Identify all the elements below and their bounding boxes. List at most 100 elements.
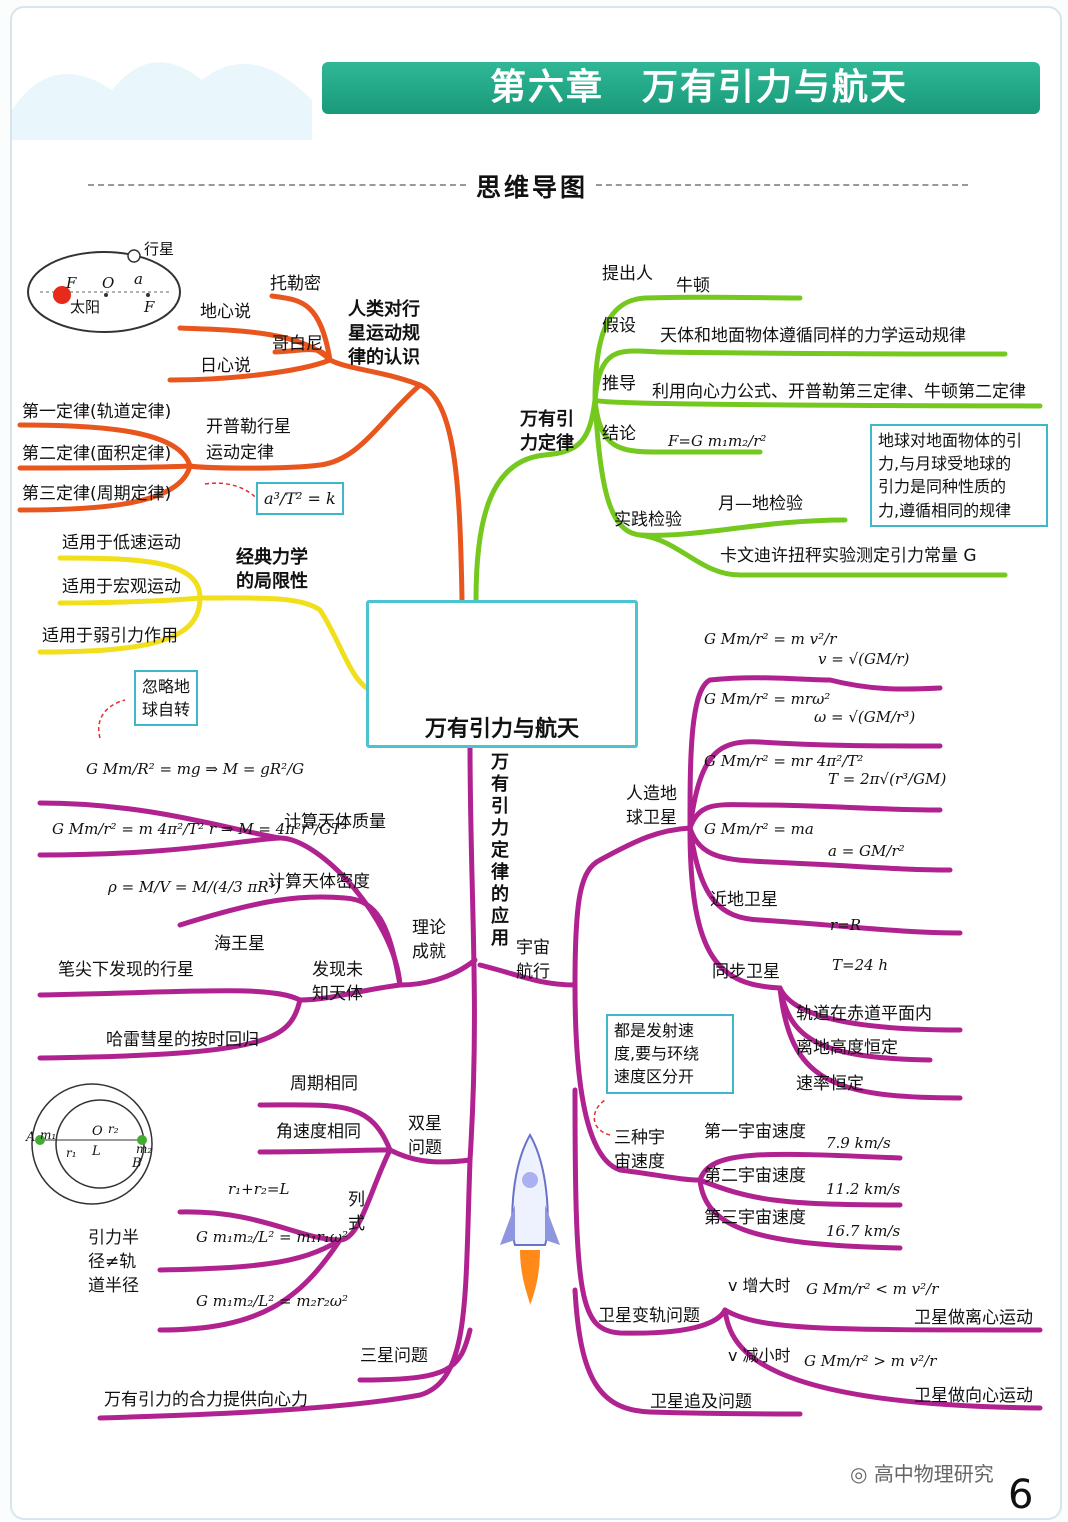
ignore-rotation-note: 忽略地球自转 <box>134 670 199 727</box>
sun-label: 太阳 <box>70 298 101 316</box>
watermark: ◎ 高中物理研究 <box>850 1462 994 1486</box>
result-t: T = 2π√(r³/GM) <box>828 770 947 788</box>
cloud-decoration <box>12 62 312 140</box>
speed-decrease: v 减小时 <box>728 1346 791 1365</box>
focus-f2: F <box>144 298 155 316</box>
page-number: 6 <box>1008 1472 1034 1518</box>
history-title: 人类对行星运动规律的认识 <box>348 299 420 368</box>
orbit-diagram <box>27 249 181 333</box>
pen-planet: 笔尖下发现的行星 <box>58 960 194 980</box>
kepler-law-1: 第一定律(轨道定律) <box>22 402 172 422</box>
satellite-title: 人造地球卫星 <box>626 784 677 828</box>
discover-title: 发现未知天体 <box>312 960 363 1004</box>
classical-branch-lines <box>37 555 373 693</box>
divider-left <box>88 184 466 186</box>
hypothesis-text: 天体和地面物体遵循同样的力学运动规律 <box>660 326 966 346</box>
wechat-icon: ◎ <box>850 1462 874 1486</box>
binary-m2: m₂ <box>136 1142 153 1156</box>
center-node: 万有引力与航天 <box>366 600 638 748</box>
orbit-change: 卫星变轨问题 <box>598 1306 700 1326</box>
center-o: O <box>102 274 115 292</box>
center-label: 万有引力与航天 <box>424 717 579 742</box>
conclusion-formula: F=G m₁m₂/r² <box>668 432 767 450</box>
radius-note: 引力半径≠轨道半径 <box>88 1228 139 1296</box>
binary-eq-2: G m₁m₂/L² = m₂r₂ω² <box>196 1292 349 1310</box>
result-a: a = GM/r² <box>828 842 905 860</box>
mass-label: 计算天体质量 <box>284 812 386 832</box>
formula-omega: G Mm/r² = mrω² <box>704 690 831 708</box>
cosmic-speeds-title: 三种宇宙速度 <box>614 1128 665 1172</box>
satellite-chase: 卫星追及问题 <box>650 1392 752 1412</box>
geo-property-1: 轨道在赤道平面内 <box>796 1004 932 1024</box>
speed-increase: v 增大时 <box>728 1276 791 1295</box>
history-branch-lines <box>17 293 465 603</box>
geo-period: T=24 h <box>832 956 889 974</box>
derivation-label: 推导 <box>602 374 636 394</box>
kepler-title: 开普勒行星运动定律 <box>206 417 291 463</box>
formula-v: G Mm/r² = m v²/r <box>704 630 837 648</box>
same-angular-velocity: 角速度相同 <box>276 1122 361 1142</box>
focus-f1: F <box>66 274 77 292</box>
ptolemy: 托勒密 <box>270 274 321 294</box>
equation-title: 列式 <box>348 1190 365 1234</box>
dashed-arrows <box>98 482 611 1136</box>
geo-satellite: 同步卫星 <box>712 962 780 982</box>
rocket-illustration <box>500 1132 560 1305</box>
same-period: 周期相同 <box>290 1074 358 1094</box>
binary-title: 双星问题 <box>408 1114 442 1158</box>
binary-r2: r₂ <box>108 1122 119 1136</box>
triple-star: 三星问题 <box>360 1346 428 1366</box>
theory-title: 理论成就 <box>412 918 446 962</box>
geocentric: 地心说 <box>200 302 251 322</box>
kepler-law-2: 第二定律(面积定律) <box>22 444 172 464</box>
heliocentric: 日心说 <box>200 356 251 376</box>
space-title: 宇宙航行 <box>516 938 550 982</box>
halley-comet: 哈雷彗星的按时回归 <box>106 1030 259 1050</box>
launch-speed-note: 都是发射速度,要与环绕速度区分开 <box>606 1014 734 1094</box>
cavendish-experiment: 卡文迪许扭秤实验测定引力常量 G <box>720 546 977 566</box>
increase-formula: G Mm/r² < m v²/r <box>806 1280 939 1298</box>
hypothesis-label: 假设 <box>602 316 636 336</box>
classical-item-3: 适用于弱引力作用 <box>42 626 178 646</box>
planet-label: 行星 <box>144 240 175 258</box>
kepler-law-3: 第三定律(周期定律) <box>22 484 172 504</box>
copernicus: 哥白尼 <box>272 334 323 354</box>
classical-item-1: 适用于低速运动 <box>62 533 181 553</box>
application-branch-lines <box>37 675 1043 1421</box>
classical-title: 经典力学的局限性 <box>236 547 308 592</box>
divider-right <box>596 184 968 186</box>
binary-l: L <box>92 1144 101 1159</box>
third-cosmic-speed: 第三宇宙速度 <box>704 1208 806 1228</box>
first-cosmic-speed: 第一宇宙速度 <box>704 1122 806 1142</box>
second-cosmic-speed: 第二宇宙速度 <box>704 1166 806 1186</box>
derivation-text: 利用向心力公式、开普勒第三定律、牛顿第二定律 <box>652 382 1026 402</box>
classical-item-2: 适用于宏观运动 <box>62 577 181 597</box>
binary-b: B <box>132 1156 142 1171</box>
gravity-law-title: 万有引力定律 <box>520 409 574 454</box>
binary-a: A <box>26 1130 36 1145</box>
density-label: 计算天体密度 <box>268 872 370 892</box>
first-cosmic-value: 7.9 km/s <box>826 1134 891 1152</box>
centrifugal-result: 卫星做离心运动 <box>914 1308 1033 1328</box>
result-v: v = √(GM/r) <box>818 650 910 668</box>
proposer-label: 提出人 <box>602 264 653 284</box>
formula-t: G Mm/r² = mr 4π²/T² <box>704 752 864 770</box>
chapter-banner: 第六章 万有引力与航天 <box>322 62 1040 114</box>
gravity-branch-lines <box>473 294 1043 603</box>
binary-o: O <box>92 1124 103 1139</box>
gravity-note: 地球对地面物体的引力,与月球受地球的 引力是同种性质的力,遵循相同的规律 <box>870 424 1048 527</box>
section-subtitle: 思维导图 <box>470 168 595 204</box>
density-formula: ρ = M/V = M/(4/3 πR³) <box>108 878 281 896</box>
application-title: 万有引 力定律 的应用 <box>491 752 509 949</box>
second-cosmic-value: 11.2 km/s <box>826 1180 901 1198</box>
newton: 牛顿 <box>676 276 710 296</box>
radius-sum: r₁+r₂=L <box>228 1180 290 1198</box>
kepler-third-formula: a³/T² = k <box>256 482 344 516</box>
semi-axis-a: a <box>134 270 143 288</box>
surface-gravity-formula: G Mm/R² = mg ⇒ M = gR²/G <box>86 760 305 778</box>
geo-property-2: 离地高度恒定 <box>796 1038 898 1058</box>
near-earth-satellite: 近地卫星 <box>710 890 778 910</box>
triple-star-text: 万有引力的合力提供向心力 <box>104 1390 308 1410</box>
neptune: 海王星 <box>214 934 265 954</box>
